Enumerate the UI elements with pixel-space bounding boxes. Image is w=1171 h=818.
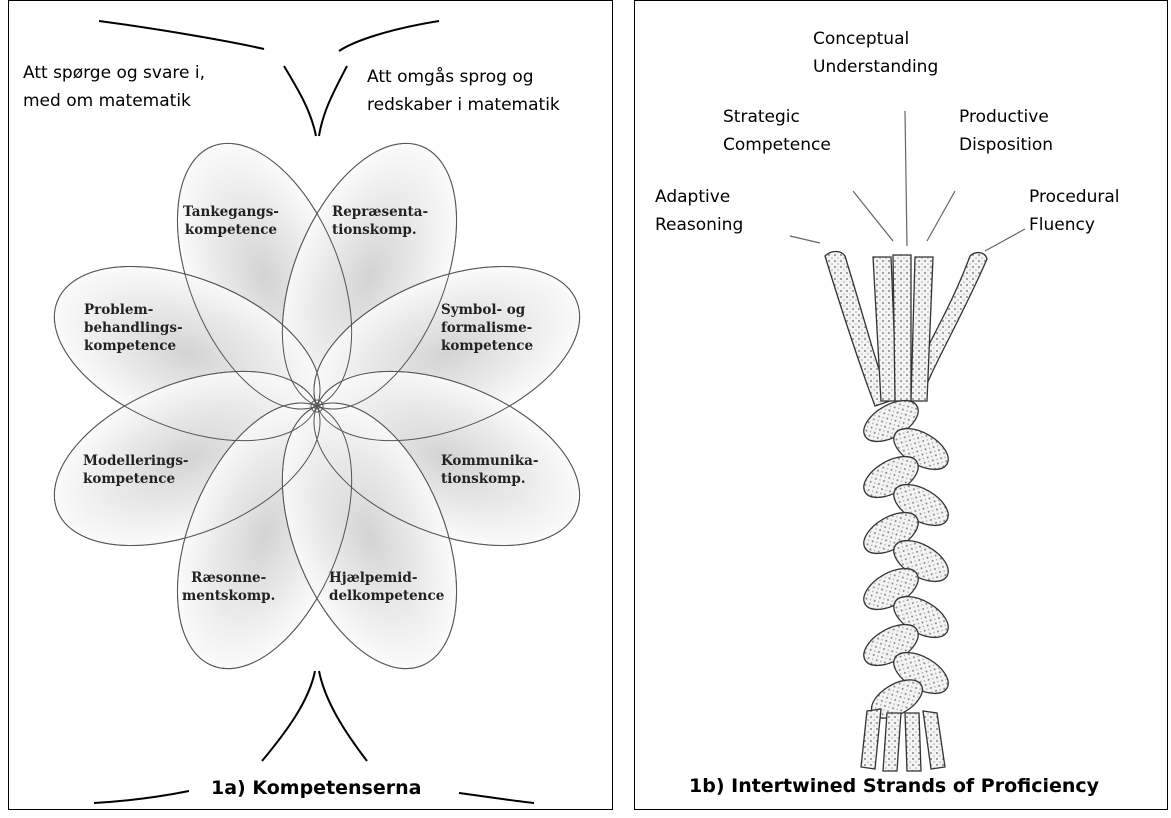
label-procedural-fluency: Procedural Fluency [1029,187,1120,235]
competence-flower-diagram [53,20,581,804]
petal-label-problem: Problem- behandlings- kompetence [84,302,183,354]
petal-label-raesonnement: Ræsonne- mentskomp. [182,570,276,604]
label-asking-answering: Att spørge og svare i, med om matematik [23,63,205,111]
petal-label-symbol: Symbol- og formalisme- kompetence [441,302,534,354]
panel-strands: Conceptual Understanding Strategic Compe… [634,0,1168,810]
label-adaptive-reasoning: Adaptive Reasoning [655,187,744,235]
rope-illustration [789,110,1026,772]
label-language-tools: Att omgås sprog og redskaber i matematik [367,67,560,115]
caption-intertwined-strands: 1b) Intertwined Strands of Proficiency [689,775,1100,797]
petal-label-tankegang: Tankegangs- kompetence [183,204,279,238]
arc-top-right [338,20,440,52]
arc-top-left [98,20,265,50]
petal-label-modellering: Modellerings- kompetence [83,453,189,487]
caption-kompetenserna: 1a) Kompetenserna [211,777,422,799]
label-conceptual-understanding: Conceptual Understanding [813,29,939,77]
petal-label-kommunikation: Kommunika- tionskomp. [441,453,539,487]
label-strategic-competence: Strategic Competence [723,107,831,155]
label-productive-disposition: Productive Disposition [959,107,1054,155]
petal-label-hjaelpemiddel: Hjælpemid- delkompetence [329,570,445,604]
petal-label-repraesentation: Repræsenta- tionskomp. [332,204,429,238]
panel-competencies: Att spørge og svare i, med om matematik … [8,0,613,810]
